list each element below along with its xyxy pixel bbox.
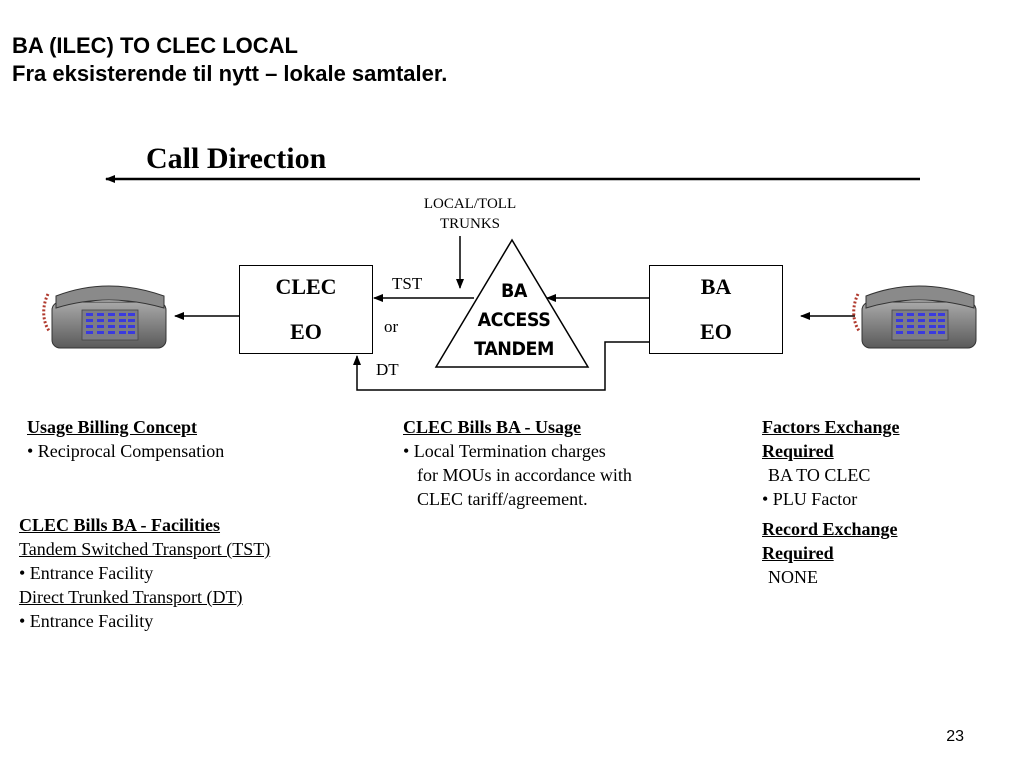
clec-eo-line1: CLEC (275, 274, 337, 299)
records-heading-line1: Record Exchange (762, 519, 898, 539)
trunks-label-line2: TRUNKS (439, 216, 500, 232)
facilities-item2: • Entrance Facility (19, 611, 154, 631)
trunks-label-line1: LOCAL/TOLL (423, 196, 517, 212)
usage-billing-heading: Usage Billing Concept (27, 417, 198, 437)
clec-bills-usage-heading: CLEC Bills BA - Usage (403, 417, 582, 437)
tst-subheading: Tandem Switched Transport (TST) (19, 539, 271, 559)
factors-line2: • PLU Factor (762, 489, 858, 509)
records-line1: NONE (768, 567, 818, 587)
clec-bills-facilities-heading: CLEC Bills BA - Facilities (19, 515, 221, 535)
clec-bills-usage-block: CLEC Bills BA - Usage • Local Terminatio… (403, 415, 632, 511)
clec-eo-line2: EO (290, 319, 322, 344)
tst-label: TST (392, 274, 423, 293)
dt-subheading: Direct Trunked Transport (DT) (19, 587, 243, 607)
factors-heading-line1: Factors Exchange (762, 417, 900, 437)
clec-bills-usage-line2: for MOUs in accordance with (417, 465, 632, 485)
usage-billing-item1: • Reciprocal Compensation (27, 441, 225, 461)
dt-path (353, 341, 649, 391)
ba-eo-line1: BA (700, 274, 732, 299)
ba-access-tandem-triangle (434, 238, 590, 368)
left-telephone-icon (42, 285, 167, 349)
page-number: 23 (946, 728, 964, 745)
tandem-label: BA ACCESS TANDEM (459, 277, 569, 364)
facilities-item1: • Entrance Facility (19, 563, 154, 583)
tandem-label-line2: ACCESS (477, 309, 551, 331)
slide-title-line1: BA (ILEC) TO CLEC LOCAL (12, 33, 298, 58)
trunks-label: LOCAL/TOLL TRUNKS (400, 194, 540, 234)
clec-bills-usage-line3: CLEC tariff/agreement. (417, 489, 588, 509)
records-heading-line2: Required (762, 543, 834, 563)
factors-exchange-block: Factors Exchange Required BA TO CLEC • P… (762, 415, 899, 511)
slide-title-line2: Fra eksisterende til nytt – lokale samta… (12, 61, 448, 86)
or-label: or (384, 317, 399, 336)
ba-eo-box: BA EO (649, 265, 783, 354)
right-telephone-icon (852, 285, 977, 349)
slide-title: BA (ILEC) TO CLEC LOCAL Fra eksisterende… (12, 32, 447, 88)
clec-bills-facilities-block: CLEC Bills BA - Facilities Tandem Switch… (19, 513, 270, 633)
dt-label: DT (376, 360, 399, 379)
clec-eo-box: CLEC EO (239, 265, 373, 354)
record-exchange-block: Record Exchange Required NONE (762, 517, 897, 589)
call-direction-label: Call Direction (146, 142, 327, 175)
tandem-label-line1: BA (501, 280, 527, 302)
ba-eo-line2: EO (700, 319, 732, 344)
usage-billing-block: Usage Billing Concept • Reciprocal Compe… (27, 415, 224, 463)
tandem-label-line3: TANDEM (474, 338, 554, 360)
clec-bills-usage-line1: • Local Termination charges (403, 441, 606, 461)
factors-line1: BA TO CLEC (768, 465, 871, 485)
factors-heading-line2: Required (762, 441, 834, 461)
